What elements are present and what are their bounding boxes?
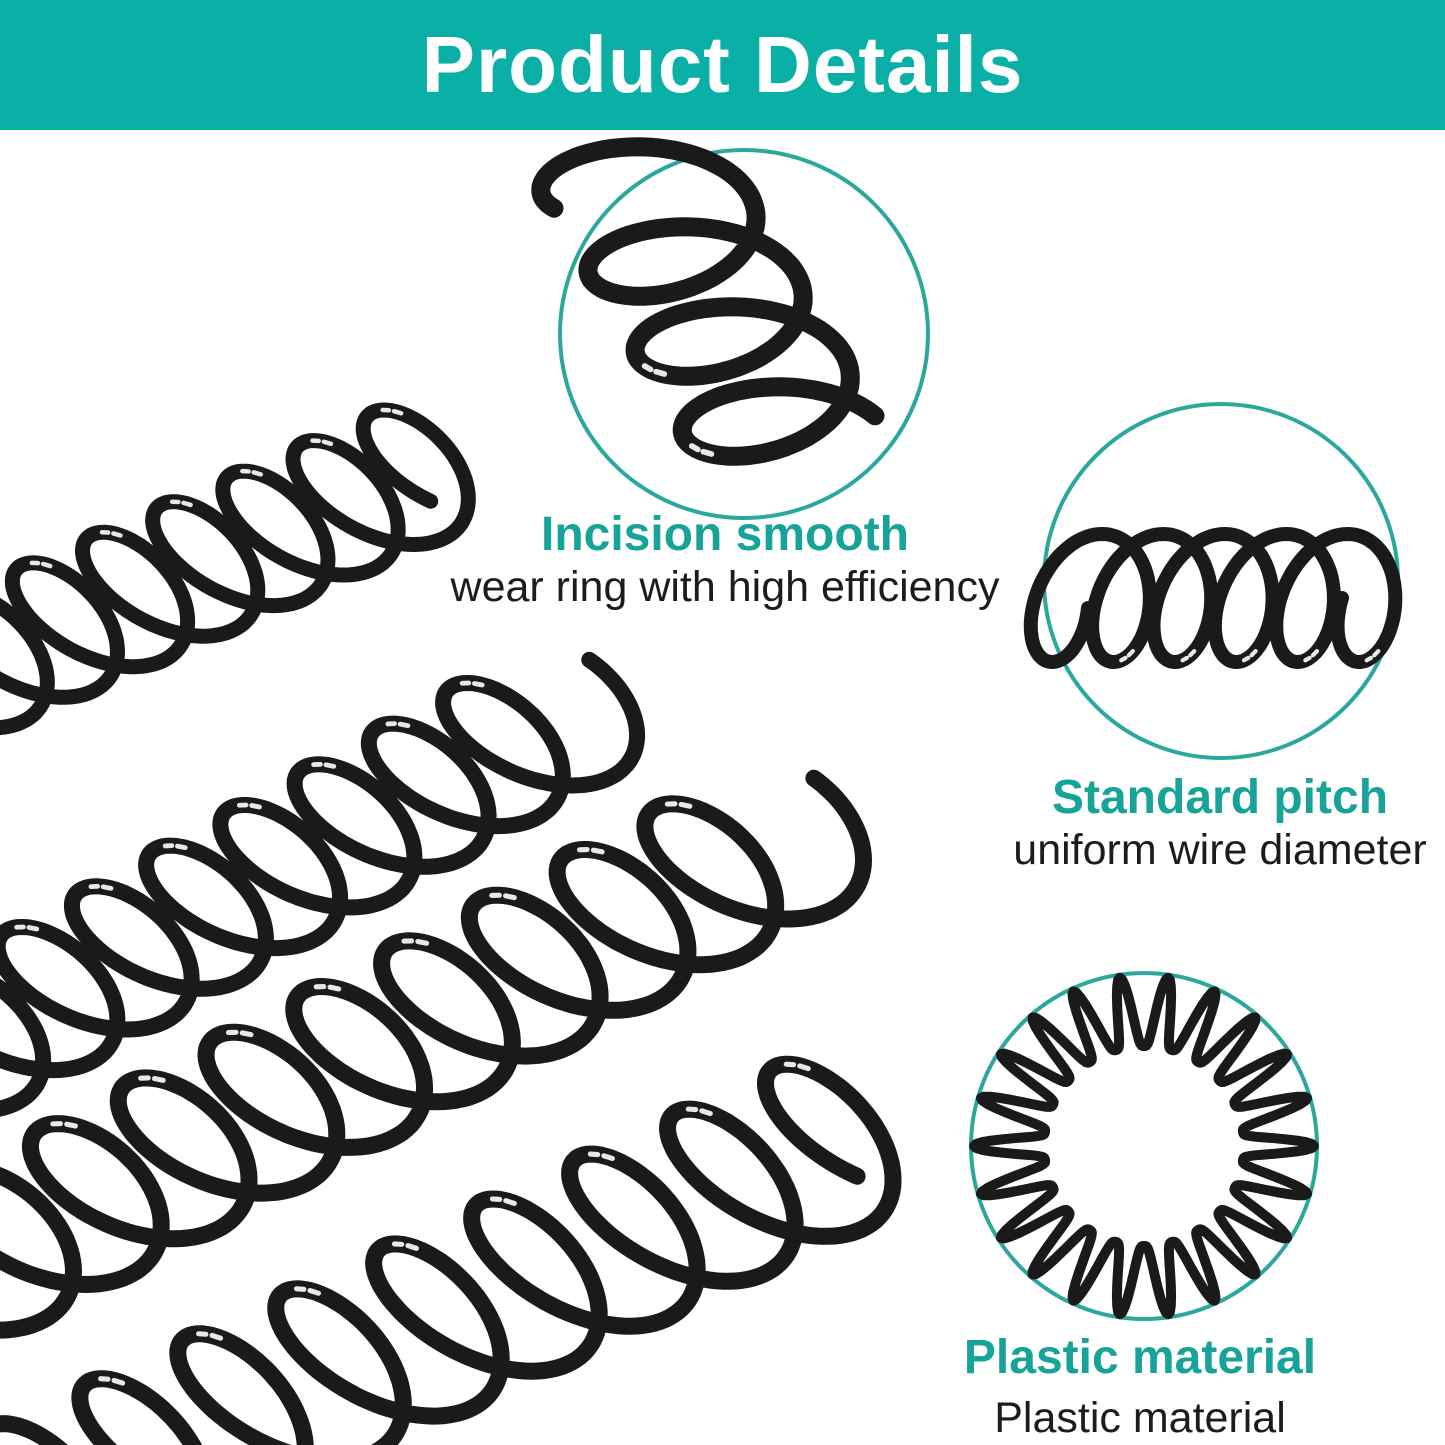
coil-highlight — [1188, 649, 1197, 658]
coil-highlight — [64, 1121, 78, 1129]
coil-highlight — [699, 1108, 713, 1117]
coil-highlight — [1310, 649, 1320, 658]
detail-coil-incision — [531, 137, 885, 466]
coil-highlight — [151, 1076, 166, 1083]
coil-highlight — [1372, 649, 1381, 658]
coil-highlight — [209, 1332, 224, 1341]
coil-highlight — [251, 470, 264, 477]
callout-incision-title: Incision smooth — [540, 508, 909, 561]
coil-highlight — [307, 1287, 322, 1296]
coil-highlight — [601, 1153, 615, 1162]
coil-highlight — [321, 439, 334, 447]
coil-highlight — [688, 443, 701, 453]
coil-highlight — [111, 531, 123, 538]
coil-highlight — [397, 721, 411, 729]
coil-highlight — [181, 500, 193, 508]
callout-incision: Incision smooth wear ring with high effi… — [440, 509, 1010, 610]
coil-highlight — [1180, 655, 1189, 663]
detail-coil-pitch — [1023, 527, 1403, 669]
callout-incision-subtitle: wear ring with high efficiency — [450, 562, 1000, 611]
coil-highlight — [175, 843, 188, 851]
coil-highlight — [700, 448, 715, 457]
coil-highlight — [40, 561, 53, 569]
coil-highlight — [472, 681, 485, 688]
coil-highlight — [1126, 649, 1135, 658]
callout-pitch: Standard pitch uniform wire diameter — [935, 772, 1445, 873]
coil-highlight — [1249, 649, 1258, 658]
coil-highlight — [1119, 655, 1128, 663]
page-title: Product Details — [421, 20, 1024, 109]
coil-highlight — [503, 1198, 517, 1206]
coil-highlight — [797, 1063, 811, 1072]
coil-highlight — [405, 1243, 419, 1251]
coil-highlight — [391, 408, 404, 416]
coil-highlight — [100, 884, 114, 891]
callout-material-subtitle: Plastic material — [994, 1393, 1286, 1442]
coil-highlight — [590, 847, 605, 855]
header-banner: Product Details — [0, 0, 1445, 130]
coil-highlight — [1241, 655, 1251, 663]
callout-material-title: Plastic material — [963, 1331, 1317, 1384]
main-coil-2 — [0, 651, 646, 1117]
main-coil-3 — [0, 769, 872, 1339]
callout-pitch-title: Standard pitch — [1051, 771, 1389, 824]
coil-highlight — [1364, 655, 1374, 663]
coil-highlight — [1303, 655, 1312, 663]
coil-highlight — [249, 803, 262, 810]
coil-highlight — [327, 984, 342, 992]
coil-highlight — [678, 801, 693, 809]
coil-highlight — [641, 363, 654, 373]
coil-highlight — [415, 938, 430, 946]
callout-pitch-subtitle: uniform wire diameter — [1013, 825, 1427, 874]
callout-material: Plastic material Plastic material — [855, 1332, 1425, 1441]
coil-highlight — [653, 368, 668, 377]
coil-highlight — [323, 762, 337, 769]
main-coil-1 — [0, 402, 476, 736]
detail-coil-ring — [969, 972, 1319, 1320]
coil-highlight — [26, 925, 40, 932]
detail-circle-material — [969, 971, 1319, 1321]
coil-highlight — [111, 1377, 126, 1386]
coil-highlight — [239, 1030, 254, 1038]
coil-highlight — [503, 893, 517, 901]
